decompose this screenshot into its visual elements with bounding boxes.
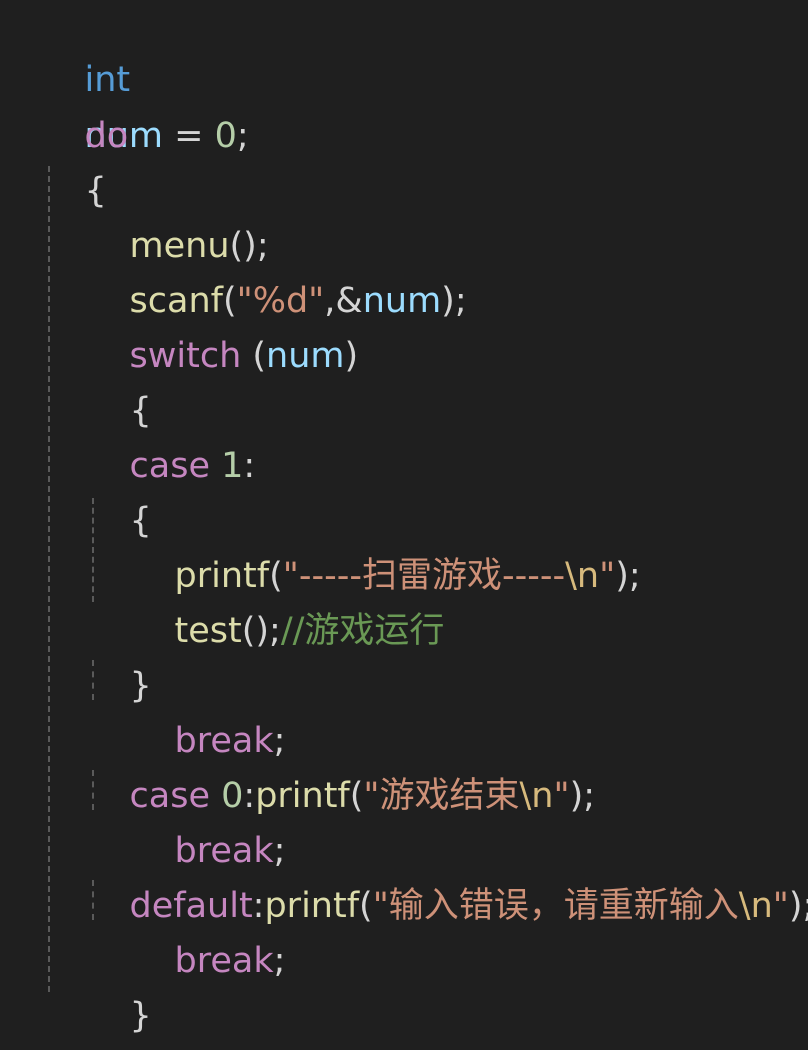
- punctuation: );: [615, 556, 641, 596]
- keyword-default: default: [129, 886, 253, 926]
- code-line[interactable]: break;: [130, 767, 286, 871]
- number: 0: [209, 776, 244, 816]
- brace: {: [84, 171, 107, 211]
- string-literal: ": [772, 886, 789, 926]
- punctuation: ;: [273, 831, 286, 871]
- keyword-int: int: [84, 60, 131, 100]
- punctuation: :: [252, 886, 265, 926]
- keyword-case: case: [129, 446, 210, 486]
- escape-sequence: \n: [519, 776, 554, 816]
- code-line[interactable]: case 0:printf("游戏结束\n");: [85, 712, 596, 816]
- function-test: test: [174, 611, 242, 651]
- punctuation: :: [243, 776, 256, 816]
- brace: }: [129, 996, 152, 1036]
- string-literal: ": [599, 556, 616, 596]
- function-printf: printf: [255, 776, 350, 816]
- variable-num: num: [266, 336, 345, 376]
- variable-num: num: [362, 281, 442, 321]
- function-menu: menu: [129, 226, 230, 266]
- punctuation: ;: [273, 941, 286, 981]
- string-literal: "%d": [236, 281, 325, 321]
- string-literal: "游戏结束: [363, 776, 520, 816]
- code-line[interactable]: case 1:: [85, 382, 256, 486]
- code-line[interactable]: printf("-----扫雷游戏-----\n");: [130, 492, 641, 596]
- keyword-break: break: [174, 831, 274, 871]
- indent-guide: [92, 770, 94, 810]
- code-line[interactable]: default:printf("输入错误，请重新输入\n");: [85, 822, 808, 926]
- punctuation: (: [241, 336, 267, 376]
- string-literal: "-----扫雷游戏-----: [282, 556, 566, 596]
- variable-num: num: [84, 116, 163, 156]
- punctuation: ();: [241, 611, 281, 651]
- brace: }: [129, 666, 152, 706]
- punctuation: :: [243, 446, 256, 486]
- punctuation: (: [269, 556, 283, 596]
- punctuation: ;: [273, 721, 286, 761]
- code-line[interactable]: } while (num);: [40, 988, 338, 1044]
- number: 1: [209, 446, 244, 486]
- code-line[interactable]: int num = 0;: [40, 0, 249, 156]
- escape-sequence: \n: [565, 556, 600, 596]
- function-printf: printf: [264, 886, 360, 926]
- code-line[interactable]: }: [85, 932, 152, 1036]
- punctuation: ): [344, 336, 359, 376]
- code-line[interactable]: break;: [130, 657, 286, 761]
- keyword-break: break: [174, 941, 274, 981]
- number: 0: [214, 116, 237, 156]
- code-line[interactable]: break;: [130, 877, 286, 981]
- brace: {: [129, 501, 152, 541]
- punctuation: );: [441, 281, 467, 321]
- code-line[interactable]: do: [40, 52, 129, 156]
- punctuation: ,&: [324, 281, 363, 321]
- punctuation: );: [788, 886, 808, 926]
- indent-guide: [92, 498, 94, 602]
- punctuation: ;: [236, 116, 249, 156]
- code-line[interactable]: }: [85, 602, 152, 706]
- function-scanf: scanf: [129, 281, 223, 321]
- string-literal: ": [553, 776, 570, 816]
- keyword-break: break: [174, 721, 274, 761]
- punctuation: (: [349, 776, 364, 816]
- punctuation: (: [222, 281, 237, 321]
- code-line[interactable]: {: [85, 437, 152, 541]
- keyword-do: do: [84, 116, 129, 156]
- punctuation: (: [359, 886, 373, 926]
- code-line[interactable]: test();//游戏运行: [130, 547, 445, 651]
- code-line[interactable]: menu();: [85, 162, 269, 266]
- function-printf: printf: [174, 556, 270, 596]
- punctuation: ();: [229, 226, 269, 266]
- operator: =: [162, 116, 215, 156]
- code-line[interactable]: {: [40, 107, 107, 211]
- keyword-case: case: [129, 776, 210, 816]
- indent-guide: [92, 880, 94, 920]
- brace: {: [129, 391, 152, 431]
- indent-guide: [92, 660, 94, 700]
- code-line[interactable]: switch (num): [85, 272, 359, 376]
- code-line[interactable]: scanf("%d",&num);: [85, 217, 467, 321]
- escape-sequence: \n: [738, 886, 773, 926]
- comment: //游戏运行: [280, 611, 445, 651]
- string-literal: "输入错误，请重新输入: [372, 886, 739, 926]
- code-line[interactable]: {: [85, 327, 152, 431]
- punctuation: );: [569, 776, 596, 816]
- keyword-switch: switch: [129, 336, 242, 376]
- indent-guide: [48, 166, 50, 992]
